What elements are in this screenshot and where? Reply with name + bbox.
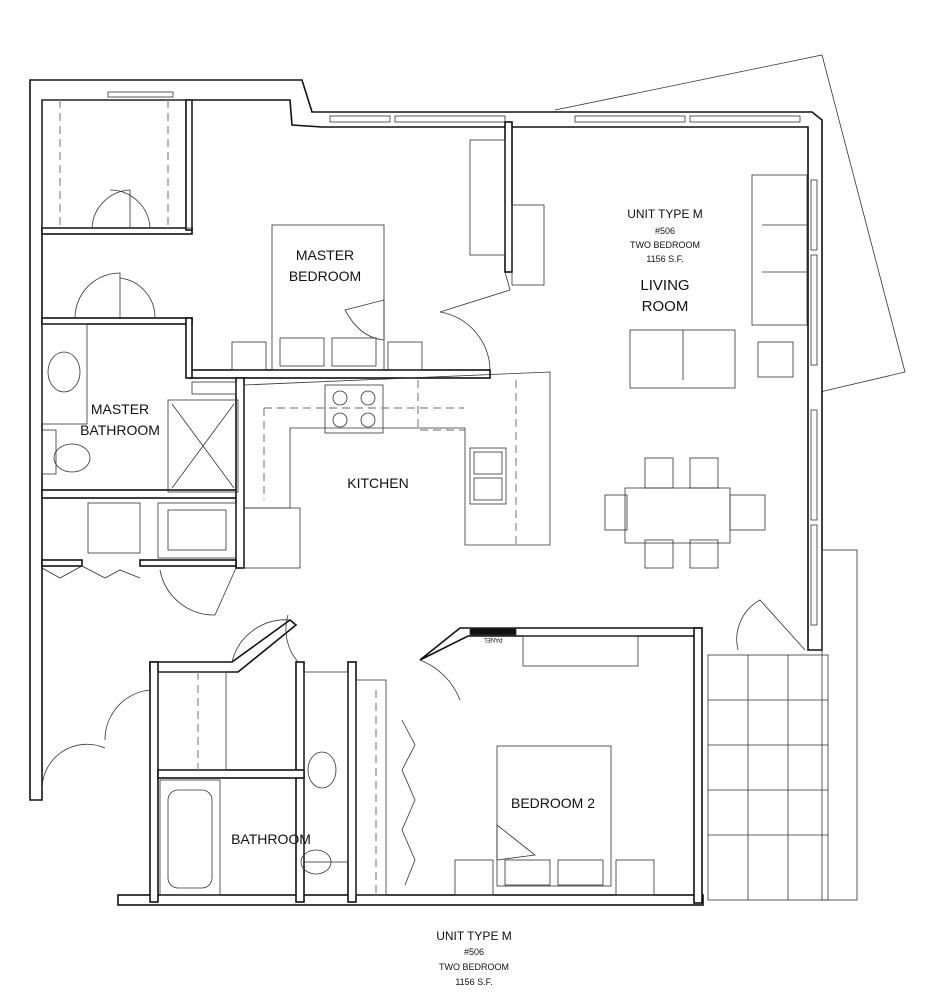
- caption-unit-type: UNIT TYPE M: [436, 929, 512, 943]
- living-room-label-1: LIVING: [640, 277, 689, 294]
- caption-area: 1156 S.F.: [455, 977, 492, 987]
- unit-number-label: #506: [655, 226, 675, 236]
- interior-walls: [41, 99, 703, 904]
- living-room-label-2: ROOM: [642, 298, 689, 315]
- patio: [707, 549, 858, 901]
- bathroom-fixtures: [159, 671, 349, 896]
- bedroom2-furniture: [454, 627, 655, 896]
- balcony-outline: [554, 54, 906, 393]
- kitchen-label: KITCHEN: [347, 475, 408, 491]
- master-bathroom-label-1: MASTER: [91, 401, 149, 417]
- living-furniture: [604, 174, 808, 569]
- kitchen-counters: [243, 371, 551, 569]
- master-bathroom-label-2: BATHROOM: [80, 422, 160, 438]
- bedroom2-label: BEDROOM 2: [511, 795, 595, 811]
- master-bed: [231, 139, 545, 371]
- bathroom-label: BATHROOM: [231, 831, 311, 847]
- master-bedroom-label-1: MASTER: [296, 247, 354, 263]
- panel-label: PANEL: [483, 636, 503, 642]
- laundry: [87, 502, 237, 559]
- caption-bedrooms: TWO BEDROOM: [439, 962, 509, 972]
- unit-type-label: UNIT TYPE M: [627, 207, 703, 221]
- door-swings: [41, 189, 806, 886]
- master-bedroom-label-2: BEDROOM: [289, 268, 361, 284]
- unit-bedrooms-label: TWO BEDROOM: [630, 240, 700, 250]
- unit-area-label: 1156 S.F.: [646, 254, 683, 264]
- master-bath-fixtures: [41, 323, 239, 493]
- closets: [41, 99, 387, 896]
- caption-unit-number: #506: [464, 947, 484, 957]
